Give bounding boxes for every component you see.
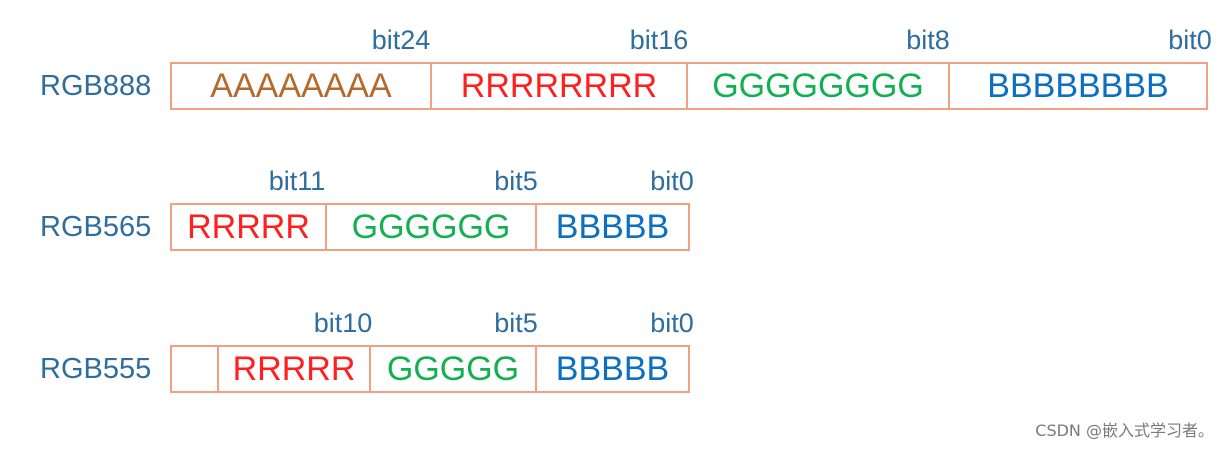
row-label-rgb555: RGB555	[40, 353, 152, 385]
blue-channel-bits: BBBBB	[555, 208, 670, 246]
green-channel-bits: GGGGG	[371, 347, 537, 391]
green-channel-bits: GGGGGG	[327, 205, 537, 249]
bit-marker: bit5	[494, 166, 538, 196]
row-label-rgb888: RGB888	[40, 70, 152, 102]
blue-channel-bits: BBBBB	[555, 350, 670, 388]
red-channel-bits: RRRRR	[219, 347, 371, 391]
watermark: CSDN @嵌入式学习者。	[1035, 421, 1214, 440]
bit-marker: bit5	[494, 308, 538, 338]
bit-marker: bit24	[371, 25, 431, 55]
bit-marker: bit8	[906, 25, 950, 55]
bit-marker: bit16	[629, 25, 689, 55]
rgb888-bit-field: AAAAAAAA RRRRRRRR GGGGGGGG BBBBBBBB	[170, 62, 1208, 110]
bit-marker: bit0	[650, 308, 694, 338]
bit-marker: bit10	[313, 308, 373, 338]
alpha-channel-bits: AAAAAAAA	[172, 64, 432, 108]
unused-bit	[172, 347, 219, 391]
red-channel-bits: RRRRRRRR	[432, 64, 688, 108]
rgb565-bit-field: RRRRR GGGGGG BBBBB	[170, 203, 690, 251]
red-channel-bits: RRRRR	[172, 205, 327, 249]
rgb555-bit-field: RRRRR GGGGG BBBBB	[170, 345, 690, 393]
bit-marker: bit0	[650, 166, 694, 196]
bit-marker: bit11	[268, 166, 326, 196]
bit-marker: bit0	[1168, 25, 1212, 55]
blue-channel-bits: BBBBBBBB	[987, 67, 1169, 105]
row-label-rgb565: RGB565	[40, 211, 152, 243]
green-channel-bits: GGGGGGGG	[688, 64, 950, 108]
